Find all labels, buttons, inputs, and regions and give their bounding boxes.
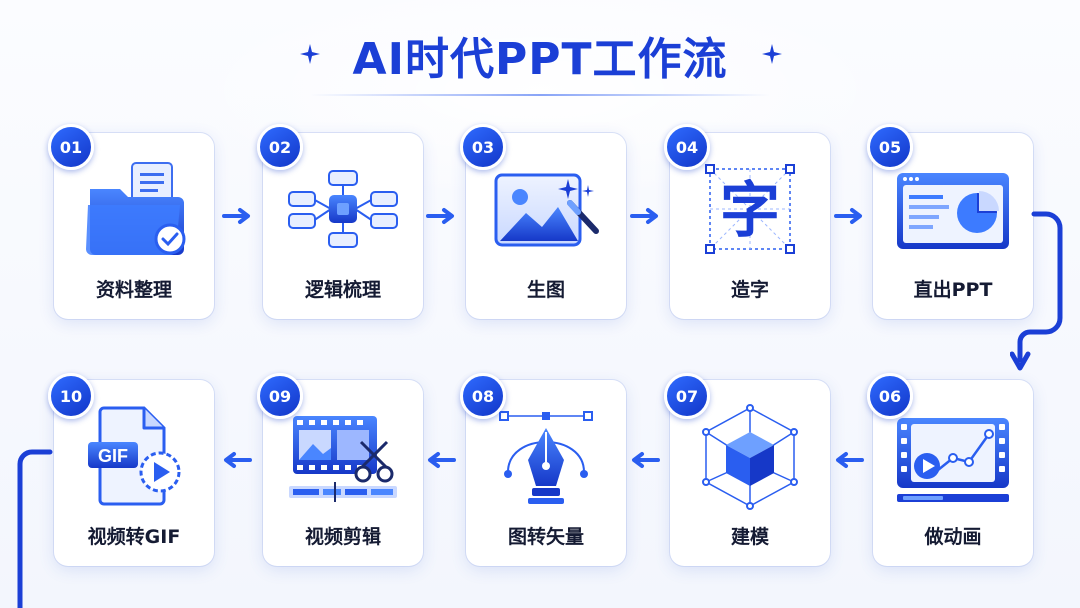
step-number-badge: 02 [257,124,303,170]
step-card-09: 视频剪辑 [263,380,423,566]
step-number-badge: 03 [460,124,506,170]
step-card-02: 逻辑梳理 [263,133,423,319]
step-number-badge: 05 [867,124,913,170]
arrow-left-icon [428,452,456,468]
gif-text: GIF [98,446,128,466]
image-magic-wand-icon [486,155,606,265]
mind-map-icon [283,155,403,265]
step-label: 视频转GIF [87,526,181,548]
sparkle-icon [300,44,320,64]
arrow-left-icon [836,452,864,468]
title-container: AI时代PPT工作流 [0,30,1080,90]
step-number-badge: 07 [664,373,710,419]
step-label: 做动画 [924,526,982,548]
arrow-right-icon [222,208,250,224]
character-glyph-icon: 字 [690,155,810,265]
step-card-01: 资料整理 [54,133,214,319]
step-card-07: 建模 [670,380,830,566]
step-number-badge: 04 [664,124,710,170]
title-underline [310,94,770,96]
step-number-badge: 10 [48,373,94,419]
arrow-right-icon [426,208,454,224]
flow-connector-tail [17,449,53,608]
step-card-10: GIF 视频转GIF [54,380,214,566]
step-label: 图转矢量 [507,526,584,548]
step-label: 生图 [526,279,565,301]
step-number-badge: 01 [48,124,94,170]
step-number-badge: 06 [867,373,913,419]
vector-pen-icon [486,402,606,512]
step-number-badge: 09 [257,373,303,419]
flow-connector-down [1010,211,1063,371]
page-title: AI时代PPT工作流 [352,34,728,85]
film-scissors-icon [283,402,403,512]
arrow-left-icon [224,452,252,468]
presentation-slide-icon [893,155,1013,265]
gif-file-icon: GIF [74,402,194,512]
step-label: 建模 [730,526,769,548]
arrow-right-icon [630,208,658,224]
step-number-badge: 08 [460,373,506,419]
step-label: 逻辑梳理 [304,279,381,301]
sparkle-icon [762,44,782,64]
step-label: 直出PPT [913,279,993,301]
step-label: 资料整理 [95,279,172,301]
step-label: 视频剪辑 [304,526,381,548]
3d-cube-icon [690,402,810,512]
step-label: 造字 [730,279,769,301]
arrow-right-icon [834,208,862,224]
glyph-character: 字 [720,176,780,246]
animation-video-icon [893,402,1013,512]
step-card-06: 做动画 [873,380,1033,566]
folder-document-icon [74,155,194,265]
arrow-left-icon [632,452,660,468]
